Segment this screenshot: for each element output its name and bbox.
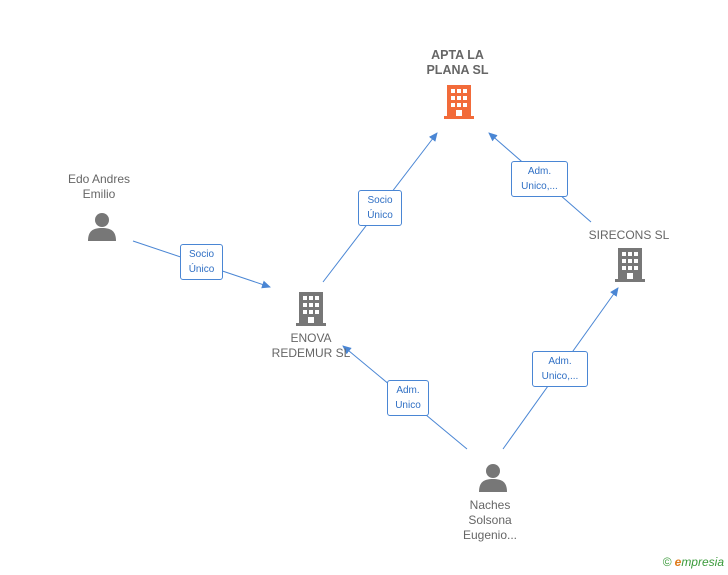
person-icon[interactable] bbox=[478, 462, 508, 492]
building-icon[interactable] bbox=[444, 85, 474, 119]
building-icon[interactable] bbox=[296, 292, 326, 326]
edge-label-edo-enova[interactable]: Socio Único bbox=[180, 244, 223, 280]
person-icon[interactable] bbox=[87, 211, 117, 241]
brand-initial: e bbox=[674, 555, 682, 569]
node-label-enova[interactable]: ENOVA REDEMUR SL bbox=[271, 331, 351, 360]
copyright-symbol: © bbox=[662, 555, 672, 569]
edge-label-naches-enova[interactable]: Adm. Unico bbox=[387, 380, 429, 416]
node-label-apta[interactable]: APTA LA PLANA SL bbox=[426, 48, 489, 77]
node-label-naches[interactable]: Naches Solsona Eugenio... bbox=[462, 498, 518, 542]
brand-name: mpresia bbox=[681, 555, 724, 569]
brand-footer[interactable]: ©empresia bbox=[663, 555, 724, 569]
node-label-edo[interactable]: Edo Andres Emilio bbox=[67, 172, 131, 201]
edge-label-sirecons-apta[interactable]: Adm. Unico,... bbox=[511, 161, 568, 197]
building-icon[interactable] bbox=[615, 248, 645, 282]
edge-label-naches-sirecons[interactable]: Adm. Unico,... bbox=[532, 351, 588, 387]
edge-label-enova-apta[interactable]: Socio Único bbox=[358, 190, 402, 226]
node-label-sirecons[interactable]: SIRECONS SL bbox=[588, 228, 670, 242]
